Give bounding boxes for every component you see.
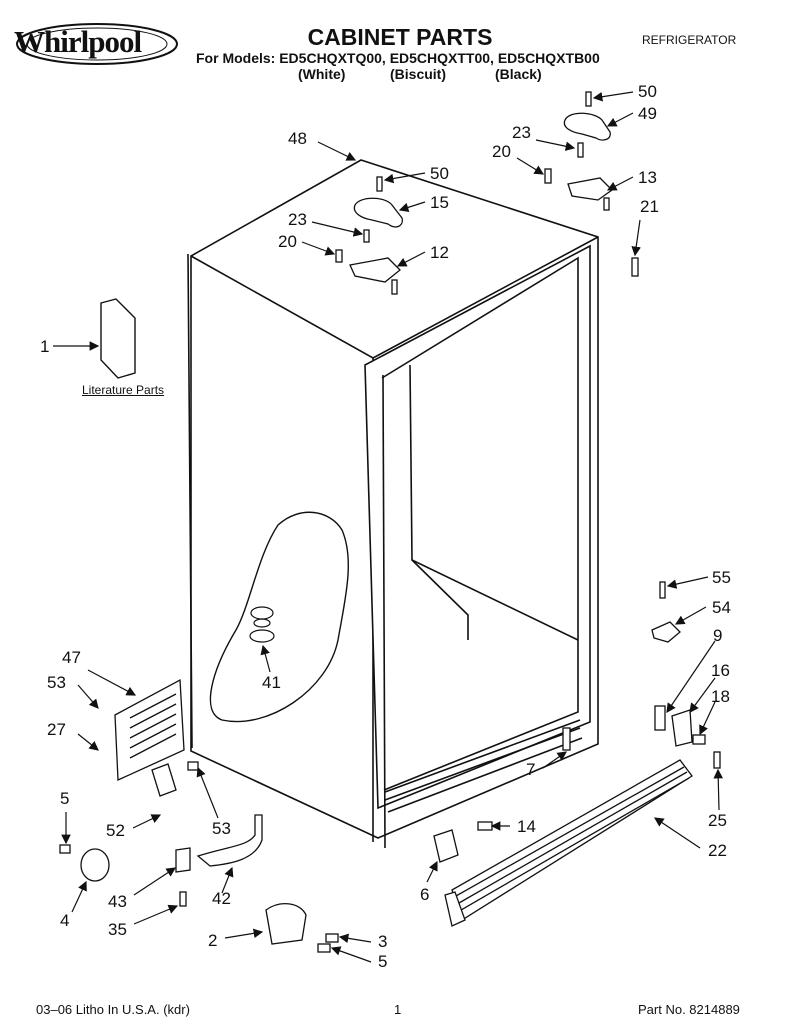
callout-49: 49	[638, 104, 657, 123]
part-41-fitting	[249, 606, 275, 643]
callout-50-right: 50	[638, 82, 657, 101]
callout-55: 55	[712, 568, 731, 587]
callout-23-right: 23	[512, 123, 531, 142]
callout-15: 15	[430, 193, 449, 212]
callout-22: 22	[708, 841, 727, 860]
literature-booklet	[100, 298, 136, 379]
callout-13: 13	[638, 168, 657, 187]
callout-54: 54	[712, 598, 731, 617]
callout-4: 4	[60, 911, 69, 930]
footer-part-number: Part No. 8214889	[638, 1002, 740, 1017]
callout-1: 1	[40, 337, 49, 356]
footer-page-number: 1	[394, 1002, 402, 1017]
callout-20-left: 20	[278, 232, 297, 251]
models-line: For Models: ED5CHQXTQ00, ED5CHQXTT00, ED…	[196, 50, 600, 66]
category-label: REFRIGERATOR	[642, 33, 737, 47]
callout-14: 14	[517, 817, 536, 836]
callout-7: 7	[526, 760, 535, 779]
callout-3: 3	[378, 932, 387, 951]
top-hinge-right	[544, 91, 639, 277]
top-hinge-left	[335, 176, 403, 295]
callout-48: 48	[288, 129, 307, 148]
leader-lines	[53, 91, 724, 963]
callout-47: 47	[62, 648, 81, 667]
callout-21: 21	[640, 197, 659, 216]
callout-5-upper: 5	[60, 789, 69, 808]
brand-swoosh	[16, 23, 178, 65]
callout-27: 27	[47, 720, 66, 739]
color-biscuit: (Biscuit)	[390, 66, 446, 82]
lower-left-parts	[59, 727, 571, 953]
callout-35: 35	[108, 920, 127, 939]
callout-52: 52	[106, 821, 125, 840]
callout-25: 25	[708, 811, 727, 830]
callout-23-left: 23	[288, 210, 307, 229]
callout-42: 42	[212, 889, 231, 908]
color-white: (White)	[298, 66, 346, 82]
callout-20-right: 20	[492, 142, 511, 161]
page-title: CABINET PARTS	[307, 24, 493, 50]
callout-41: 41	[262, 673, 281, 692]
bottom-hinge-right	[651, 581, 721, 769]
literature-parts-label: Literature Parts	[82, 383, 165, 397]
callout-53-upper: 53	[47, 673, 66, 692]
callout-53-lower: 53	[212, 819, 231, 838]
callout-5-lower: 5	[378, 952, 387, 971]
callout-43: 43	[108, 892, 127, 911]
callout-12: 12	[430, 243, 449, 262]
callout-50-left: 50	[430, 164, 449, 183]
vent-panel	[114, 678, 185, 781]
toe-grille	[444, 759, 693, 927]
cabinet-cutaway	[209, 511, 350, 723]
callout-9: 9	[713, 626, 722, 645]
brand-logo: Whirlpool	[14, 24, 142, 59]
color-black: (Black)	[495, 66, 542, 82]
callout-18: 18	[711, 687, 730, 706]
callout-numbers: 50 49 48 23 20 13 50 15 21 23 20 12 1 55…	[40, 82, 731, 971]
callout-6: 6	[420, 885, 429, 904]
footer-print-info: 03–06 Litho In U.S.A. (kdr)	[36, 1002, 190, 1017]
callout-2: 2	[208, 931, 217, 950]
callout-16: 16	[711, 661, 730, 680]
